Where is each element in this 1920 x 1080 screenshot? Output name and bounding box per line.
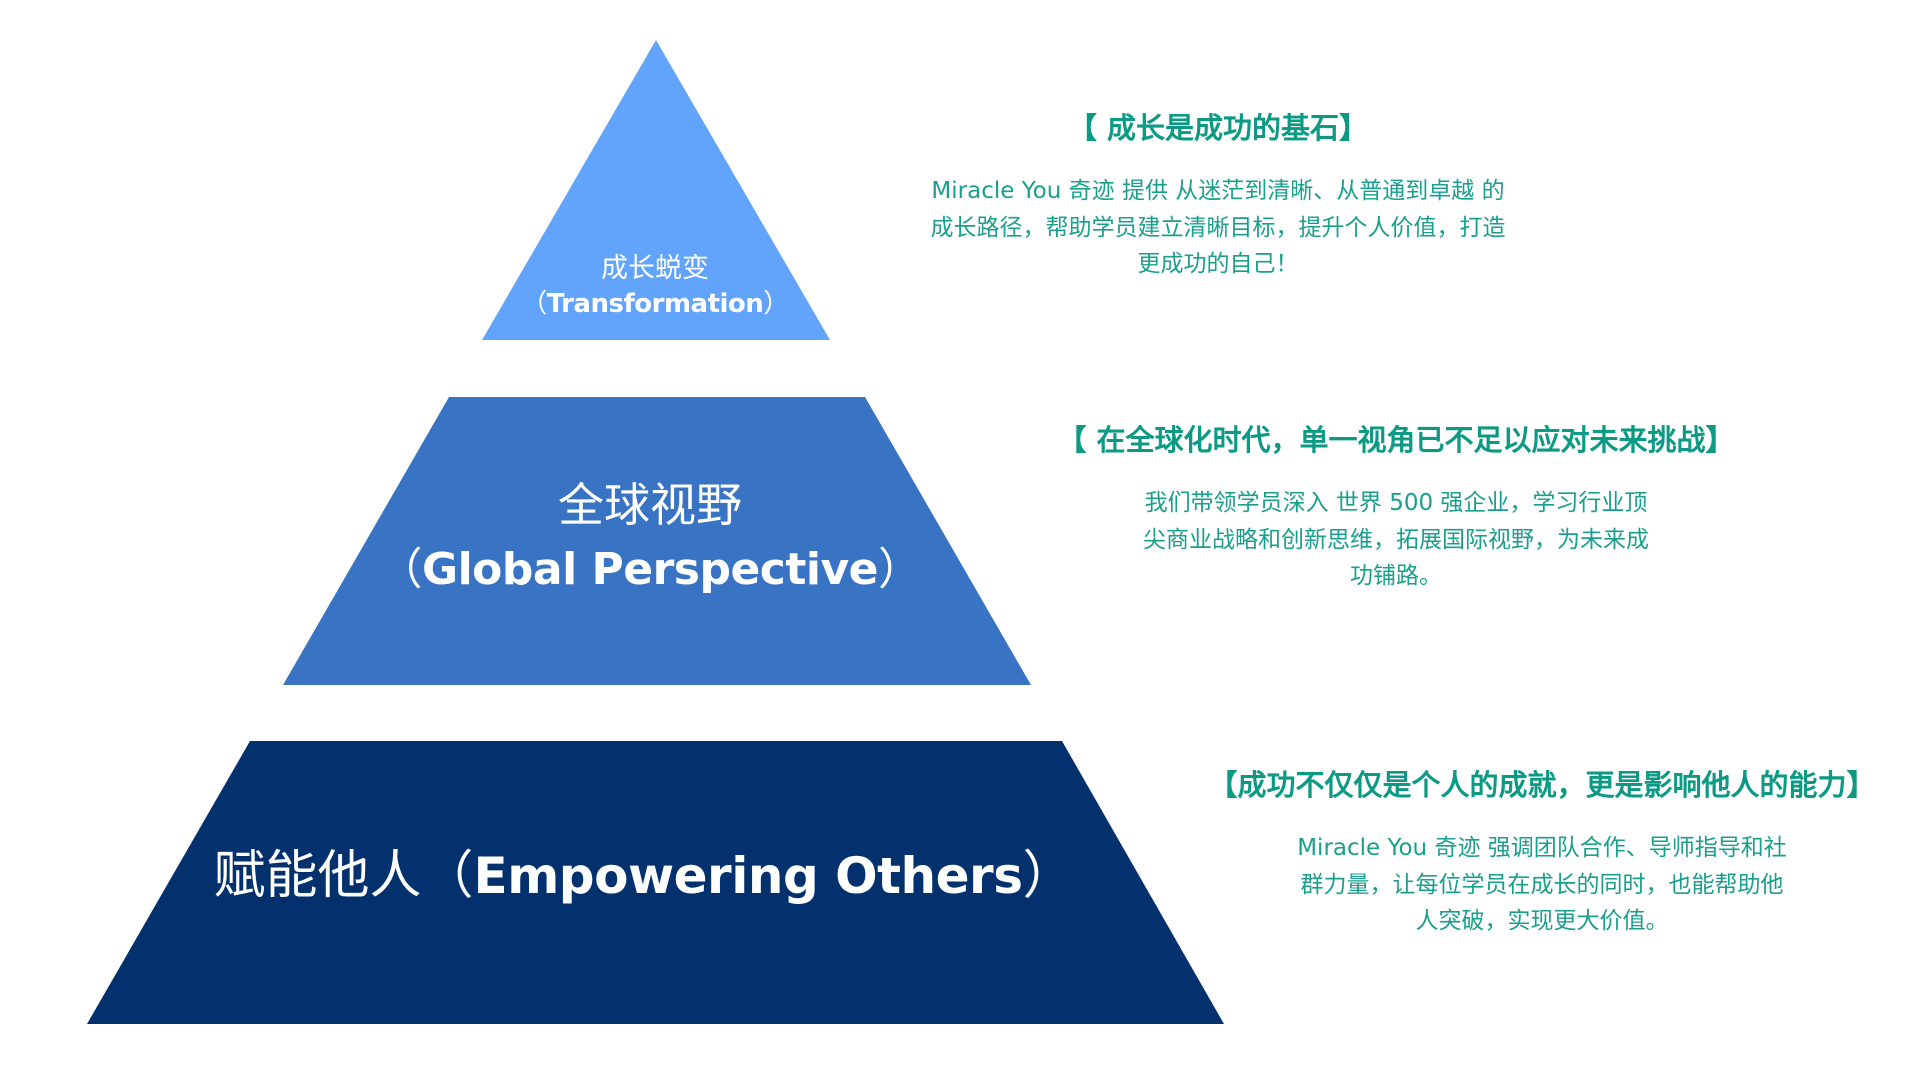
tier-top-title-cn: 成长蜕变: [600, 253, 709, 284]
description-heading: 【成功不仅仅是个人的成就，更是影响他人的能力】: [1208, 768, 1876, 802]
description-line: Miracle You 奇迹 提供 从迷茫到清晰、从普通到卓越 的: [931, 178, 1505, 204]
tier-bottom-paren-close: ）: [1022, 846, 1075, 906]
tier-bottom-title-en: Empowering Others: [473, 847, 1023, 905]
description-heading: 【 成长是成功的基石】: [1067, 111, 1369, 145]
tier-middle-paren-open: （: [378, 544, 422, 595]
description-line: Miracle You 奇迹 强调团队合作、导师指导和社: [1297, 835, 1787, 861]
tier-middle-title-cn: 全球视野: [558, 478, 742, 532]
tier-middle-title-en: Global Perspective: [421, 544, 879, 595]
tier-top-label: 成长蜕变 （Transformation）: [521, 255, 789, 317]
tier-bottom-title-cn: 赋能他人: [213, 846, 422, 906]
description-line: 功铺路。: [1349, 563, 1442, 589]
description-block-growth: 【 成长是成功的基石】 Miracle You 奇迹 提供 从迷茫到清晰、从普通…: [931, 110, 1506, 283]
description-block-global: 【 在全球化时代，单一视角已不足以应对未来挑战】 我们带领学员深入 世界 500…: [1057, 422, 1734, 595]
description-line: 群力量，让每位学员在成长的同时，也能帮助他: [1300, 871, 1784, 898]
description-line: 成长路径，帮助学员建立清晰目标，提升个人价值，打造: [930, 214, 1506, 241]
tier-middle-label: 全球视野 （Global Perspective）: [378, 478, 922, 595]
tier-middle-trapezoid: [283, 397, 1031, 685]
description-heading: 【 在全球化时代，单一视角已不足以应对未来挑战】: [1057, 423, 1735, 457]
tier-top-paren-open: （: [521, 289, 547, 319]
tier-bottom-trapezoid: [87, 741, 1224, 1024]
description-line: 更成功的自己！: [1137, 251, 1299, 277]
description-body: Miracle You 奇迹 提供 从迷茫到清晰、从普通到卓越 的 成长路径，帮…: [931, 173, 1506, 283]
description-body: Miracle You 奇迹 强调团队合作、导师指导和社 群力量，让每位学员在成…: [1208, 830, 1875, 940]
tier-middle-paren-close: ）: [878, 544, 922, 595]
description-line: 尖商业战略和创新思维，拓展国际视野，为未来成: [1142, 526, 1649, 553]
description-block-empower: 【成功不仅仅是个人的成就，更是影响他人的能力】 Miracle You 奇迹 强…: [1208, 767, 1875, 940]
tier-top-paren-close: ）: [763, 289, 789, 319]
description-line: 我们带领学员深入 世界 500 强企业，学习行业顶: [1144, 490, 1648, 516]
tier-bottom-label: 赋能他人（Empowering Others）: [214, 850, 1075, 902]
tier-top-title-en: Transformation: [546, 289, 764, 319]
tier-bottom-paren-open: （: [421, 846, 474, 906]
tier-top-triangle: [482, 40, 830, 340]
description-line: 人突破，实现更大价值。: [1415, 908, 1669, 934]
description-body: 我们带领学员深入 世界 500 强企业，学习行业顶 尖商业战略和创新思维，拓展国…: [1057, 485, 1734, 595]
